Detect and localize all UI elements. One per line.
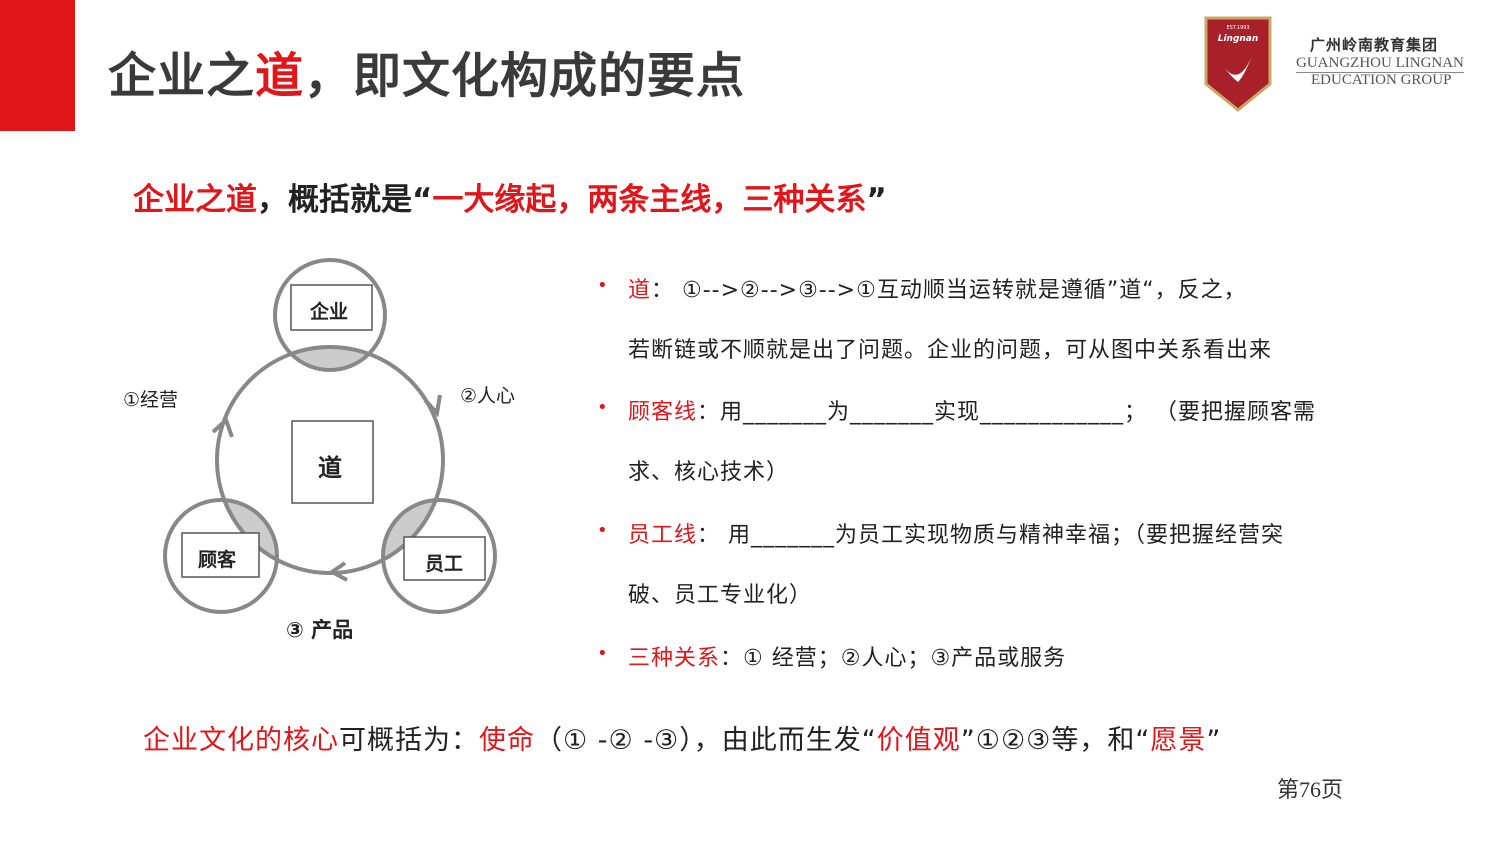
- summary-line: 企业文化的核心可概括为：使命（① -② -③），由此而生发“价值观”①②③等，和…: [143, 718, 1221, 757]
- subtitle: 企业之道，概括就是“一大缘起，两条主线，三种关系”: [133, 174, 887, 219]
- employee-circle: [381, 498, 497, 614]
- summary-red: 使命: [479, 725, 535, 756]
- logo-en1: GUANGZHOU LINGNAN: [1296, 55, 1464, 73]
- box-employee: 员工: [425, 553, 464, 575]
- bullet-relations: 三种关系：① 经营；②人心；③产品或服务: [628, 640, 1066, 672]
- title-highlight: 道: [255, 48, 305, 104]
- bullet-customer-line: 顾客线：用_______为_______实现____________； （要把握…: [628, 394, 1316, 426]
- summary-red: 企业文化的核心: [143, 725, 339, 756]
- summary-red: 愿景: [1150, 725, 1207, 756]
- bullet-key: 道: [628, 278, 652, 303]
- bullet-icon: •: [597, 275, 608, 296]
- subtitle-red: 企业之道: [133, 182, 257, 218]
- bullet-text: ：用_______为_______实现____________； （要把握顾客需: [697, 400, 1317, 425]
- bullet-key: 员工线: [628, 523, 698, 548]
- bullet-employee-cont: 破、员工专业化）: [628, 583, 813, 608]
- label-heart: ②人心: [460, 385, 516, 407]
- bullet-icon: •: [597, 520, 608, 541]
- bullet-customer-cont: 求、核心技术）: [628, 460, 790, 485]
- summary-text: ”: [1206, 725, 1222, 756]
- arrow-icon: [423, 394, 442, 418]
- bullet-employee-line: 员工线： 用_______为员工实现物质与精神幸福；（要把握经营突: [628, 517, 1284, 549]
- title-part: 企业之: [108, 48, 256, 104]
- box-enterprise: 企业: [310, 301, 349, 323]
- title-part: ，即文化构成的要点: [304, 48, 746, 104]
- bullet-icon: •: [597, 397, 608, 418]
- enterprise-circle: [273, 258, 387, 372]
- summary-text: （① -② -③），由此而生发“: [535, 725, 877, 756]
- summary-red: 价值观: [876, 725, 961, 756]
- bullet-key: 顾客线: [628, 400, 698, 425]
- customer-circle: [163, 498, 279, 614]
- page-number: 第76页: [1277, 777, 1344, 802]
- bullet-text: ： 用_______为员工实现物质与精神幸福；（要把握经营突: [697, 523, 1285, 548]
- bullet-icon: •: [597, 643, 608, 664]
- logo-cn: 广州岭南教育集团: [1310, 36, 1439, 54]
- logo-badge-text: Lingnan: [1218, 34, 1259, 44]
- arrow-icon: [211, 416, 234, 438]
- page-title: 企业之道，即文化构成的要点: [108, 36, 745, 106]
- summary-text: 可概括为：: [339, 725, 479, 756]
- subtitle-text: ”: [866, 182, 887, 218]
- bullet-dao: 道： ①-->②-->③-->①互动顺当运转就是遵循”道“，反之，: [628, 272, 1247, 304]
- logo-est: EST.1993: [1226, 25, 1249, 31]
- box-customer: 顾客: [198, 549, 237, 571]
- summary-text: ”①②③等，和“: [960, 725, 1151, 756]
- subtitle-red: 一大缘起，两条主线，三种关系: [432, 182, 867, 218]
- arrow-icon: [328, 561, 348, 582]
- label-operation: ①经营: [123, 389, 179, 411]
- bullet-dao-cont: 若断链或不顺就是出了问题。企业的问题，可从图中关系看出来: [628, 338, 1273, 363]
- red-accent-block: [0, 0, 75, 131]
- bullet-text: ：① 经营；②人心；③产品或服务: [720, 646, 1067, 671]
- logo-en2: EDUCATION GROUP: [1311, 72, 1452, 88]
- label-product: ③ 产品: [286, 618, 354, 642]
- bullet-text: ： ①-->②-->③-->①互动顺当运转就是遵循”道“，反之，: [651, 278, 1247, 303]
- box-dao: 道: [318, 454, 342, 482]
- subtitle-text: ，概括就是“: [257, 182, 433, 218]
- company-logo: EST.1993 Lingnan: [1204, 16, 1272, 112]
- bullet-key: 三种关系: [628, 646, 721, 671]
